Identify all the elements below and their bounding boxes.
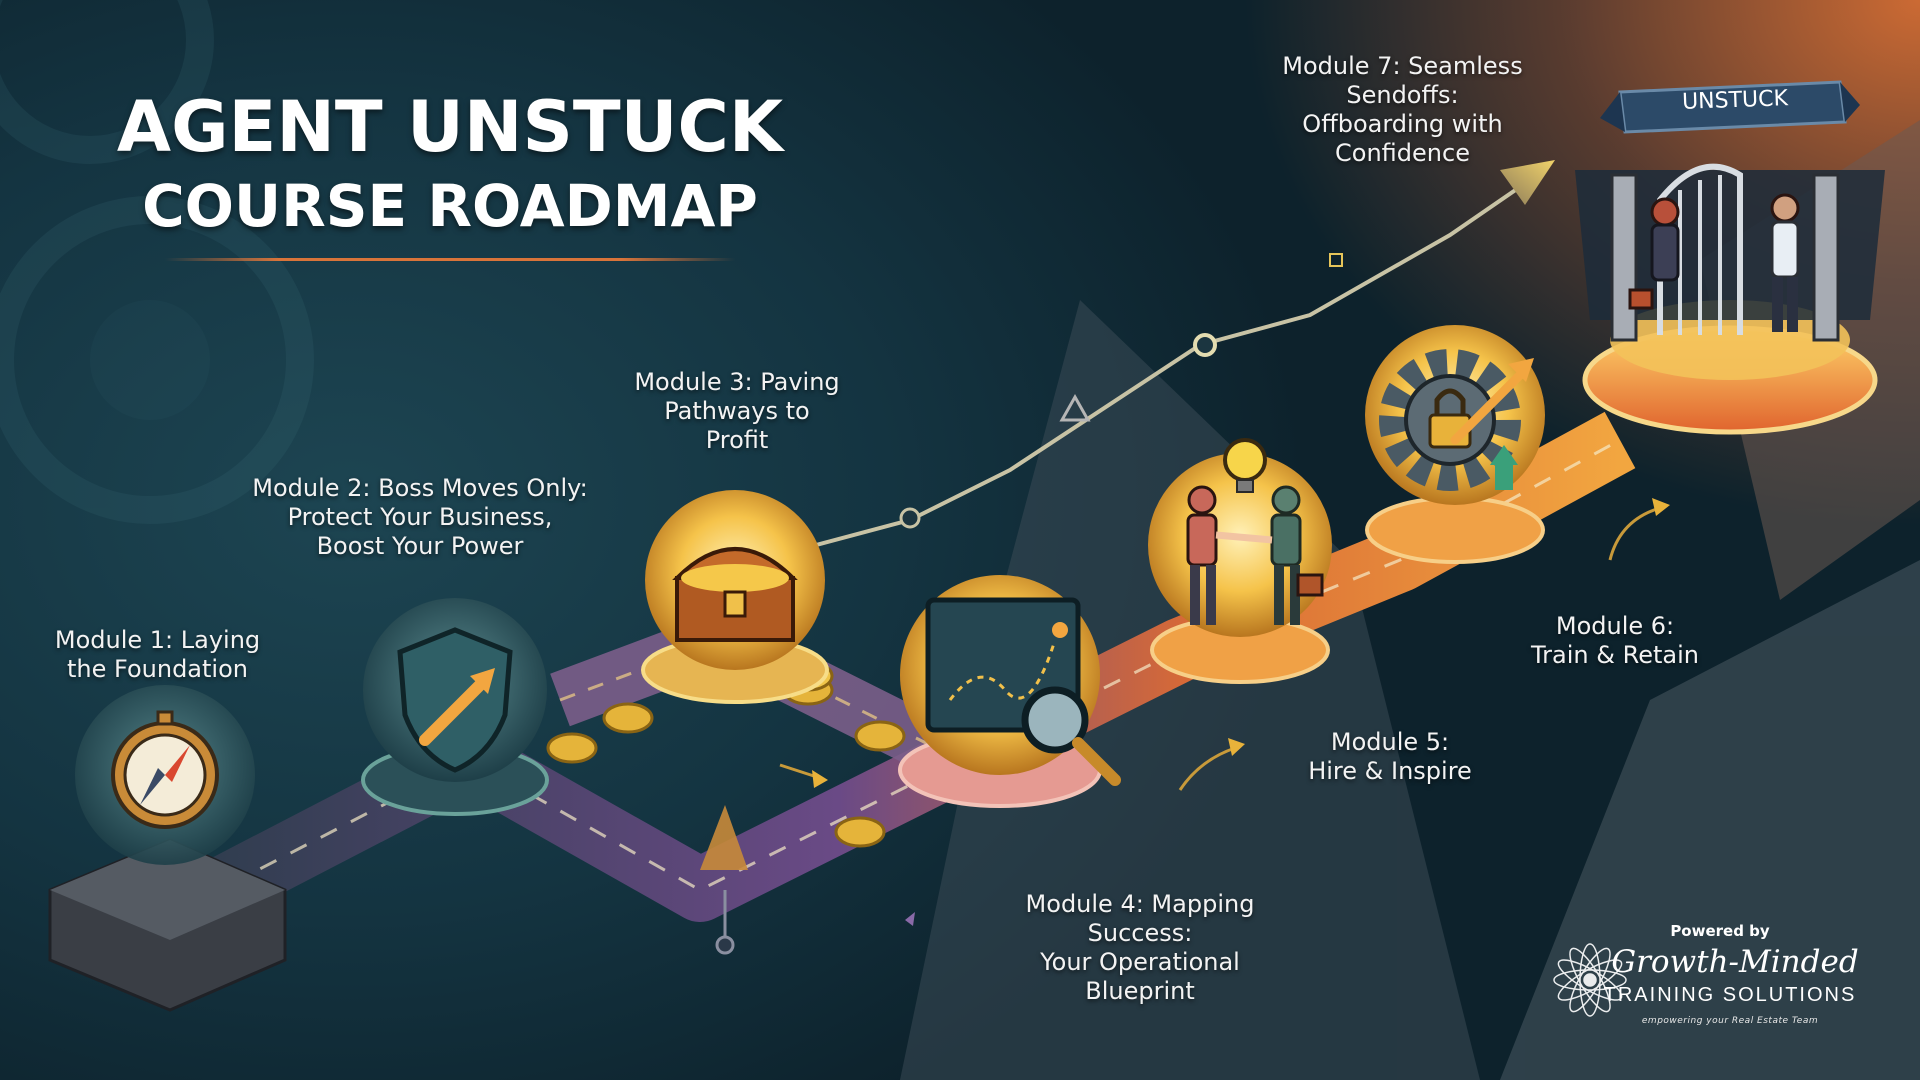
- gate-farewell-icon: [1610, 163, 1840, 342]
- direction-arrows: [779, 498, 1670, 926]
- map-magnifier-icon: [925, 597, 1121, 786]
- gear-lock-icon: [1379, 349, 1534, 491]
- page-subtitle: COURSE ROADMAP: [142, 172, 758, 240]
- unstuck-banner: [1600, 80, 1860, 134]
- module-2-label: Module 2: Boss Moves Only: Protect Your …: [252, 474, 588, 560]
- module-2-node: [361, 598, 549, 816]
- module-5-node: [1148, 438, 1332, 684]
- title-divider: [165, 258, 735, 261]
- compass-icon: [111, 710, 219, 829]
- shield-arrow-icon: [397, 627, 513, 773]
- module-3-label: Module 3: Paving Pathways to Profit: [634, 368, 840, 454]
- module-5-label: Module 5: Hire & Inspire: [1308, 728, 1472, 785]
- brand-name: Growth-Minded: [1611, 944, 1859, 980]
- powered-by-label: Powered by: [1670, 922, 1770, 940]
- growth-arrow: [759, 160, 1555, 562]
- coin-icons: [546, 660, 906, 848]
- background-gear-icon: [0, 0, 314, 524]
- brand-subtagline: empowering your Real Estate Team: [1641, 1016, 1819, 1026]
- module-4-label: Module 4: Mapping Success: Your Operatio…: [1025, 890, 1255, 1005]
- page-title: AGENT UNSTUCK: [116, 86, 784, 168]
- module-1-node: [48, 685, 287, 1012]
- module-1-label: Module 1: Laying the Foundation: [54, 626, 261, 683]
- brand-tagline: TRAINING SOLUTIONS: [1603, 984, 1857, 1006]
- module-7-label: Module 7: Seamless Sendoffs: Offboarding…: [1282, 52, 1523, 167]
- module-6-node: [1365, 325, 1545, 564]
- handshake-lightbulb-icon: [1186, 438, 1324, 625]
- growth-minded-logo-icon: [1553, 943, 1627, 1017]
- module-4-node: [898, 575, 1121, 808]
- module-6-label: Module 6: Train & Retain: [1531, 612, 1699, 669]
- treasure-chest-icon: [672, 547, 798, 642]
- module-3-node: [641, 490, 829, 704]
- module-7-node: [1575, 80, 1885, 435]
